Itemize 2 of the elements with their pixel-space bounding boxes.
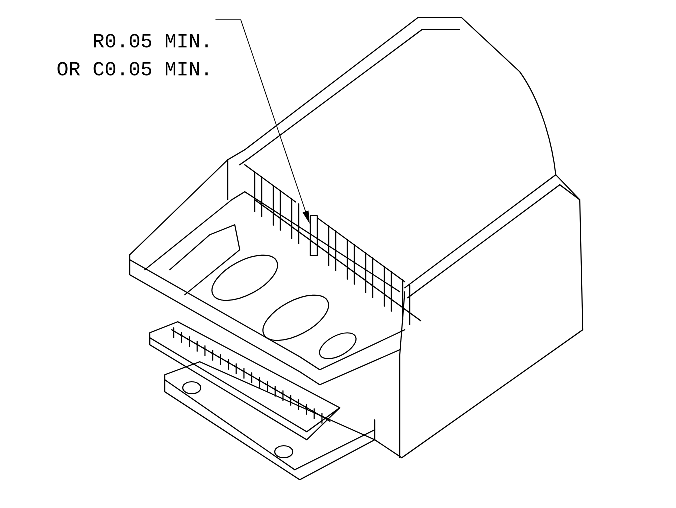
note-text: R0.05 MIN. OR C0.05 MIN.	[58, 34, 208, 76]
rib-edge	[310, 215, 318, 257]
